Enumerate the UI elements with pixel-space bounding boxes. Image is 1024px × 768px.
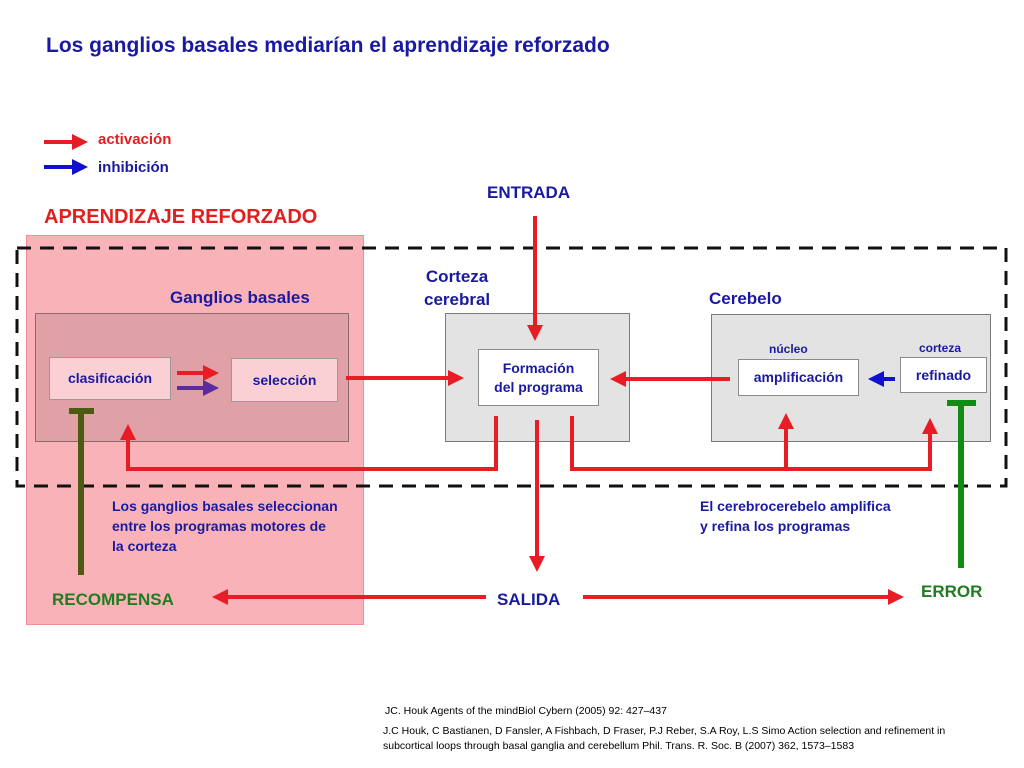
page-title: Los ganglios basales mediarían el aprend…: [46, 34, 610, 57]
refinement-label: refinado: [915, 366, 972, 383]
cerebellum-note: El cerebrocerebelo amplifica y refina lo…: [700, 496, 891, 536]
basal-ganglia-note-line2: entre los programas motores de: [112, 518, 326, 534]
basal-ganglia-note-line1: Los ganglios basales seleccionan: [112, 498, 338, 514]
cerebellum-note-line1: El cerebrocerebelo amplifica: [700, 498, 891, 514]
cerebellum-note-line2: y refina los programas: [700, 518, 851, 534]
selection-label: selección: [252, 371, 317, 388]
program-formation-node: Formación del programa: [478, 349, 599, 406]
error-label: ERROR: [921, 582, 983, 601]
nucleus-label: núcleo: [769, 342, 808, 356]
classification-node: clasificación: [49, 357, 171, 400]
basal-ganglia-title: Ganglios basales: [170, 288, 310, 307]
basal-ganglia-note: Los ganglios basales seleccionan entre l…: [112, 496, 338, 556]
program-formation-line2: del programa: [494, 378, 583, 395]
cerebellum-title: Cerebelo: [709, 289, 782, 308]
amplification-label: amplificación: [753, 369, 844, 385]
cortex-to-classification-loop: [120, 416, 498, 471]
cortex-to-cerebellum-loop: [570, 416, 938, 471]
cerebellar-cortex-label: corteza: [919, 341, 962, 355]
cortex-title-line2: cerebral: [424, 290, 491, 309]
program-formation-line1: Formación: [502, 359, 575, 376]
input-label: ENTRADA: [487, 183, 571, 202]
refinement-node: refinado: [900, 357, 987, 393]
legend-inhibition-label: inhibición: [98, 159, 169, 176]
reinforcement-loop-boundary: [15, 246, 1008, 488]
reward-label: RECOMPENSA: [52, 590, 174, 609]
reference-houk-2005: JC. Houk Agents of the mindBiol Cybern (…: [385, 705, 667, 717]
reference-houk-2007-line2: subcortical loops through basal ganglia …: [383, 740, 855, 752]
section-heading: APRENDIZAJE REFORZADO: [44, 206, 318, 228]
basal-ganglia-note-line3: la corteza: [112, 538, 177, 554]
legend-activation-label: activación: [98, 131, 172, 148]
cortex-title: Corteza cerebral: [424, 265, 490, 311]
cortex-title-line1: Corteza: [425, 267, 489, 286]
output-label: SALIDA: [497, 590, 561, 609]
reference-houk-2007-line1: J.C Houk, C Bastianen, D Fansler, A Fish…: [383, 725, 946, 737]
amplification-node: amplificación: [738, 359, 859, 396]
classification-label: clasificación: [67, 370, 153, 386]
selection-node: selección: [231, 358, 338, 402]
